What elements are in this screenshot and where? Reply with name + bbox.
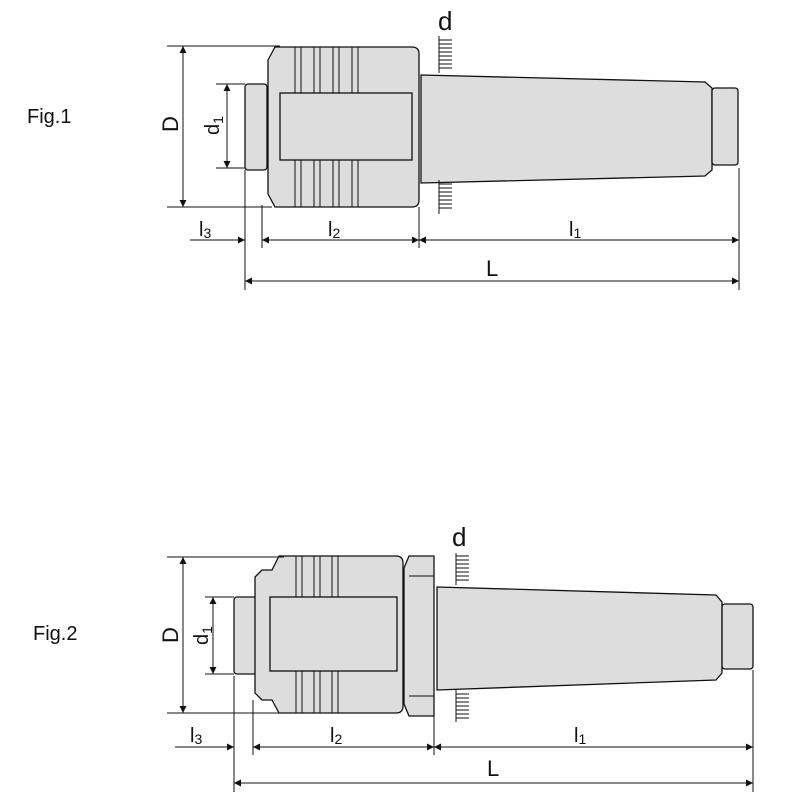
fig1-label-d1-sub: 1 bbox=[210, 116, 226, 124]
fig2-label-d1-main: d bbox=[191, 634, 213, 645]
fig1-label-l1: l1 bbox=[569, 219, 581, 241]
fig1-label-l3-main: l bbox=[199, 219, 203, 241]
fig2-label-d: d bbox=[452, 522, 466, 552]
fig2-label: Fig.2 bbox=[33, 623, 78, 645]
fig2-drawing bbox=[167, 553, 754, 792]
fig1-label-l2-sub: 2 bbox=[332, 225, 340, 241]
fig1-pilot bbox=[244, 83, 268, 171]
fig2-label-l2-sub: 2 bbox=[334, 731, 342, 747]
fig1-drawing bbox=[167, 36, 740, 290]
fig1-label-l1-main: l bbox=[569, 219, 573, 241]
fig1-tang bbox=[711, 87, 739, 166]
fig2-label-l1-main: l bbox=[574, 725, 578, 747]
fig2-label-l2-main: l bbox=[330, 725, 334, 747]
fig1-d-hatch bbox=[438, 36, 452, 214]
fig1-label-D: D bbox=[158, 116, 183, 132]
fig1-taper bbox=[420, 74, 713, 184]
fig2-label-l1: l1 bbox=[574, 725, 586, 747]
fig2-label-l3-main: l bbox=[190, 725, 194, 747]
fig2-label-D: D bbox=[158, 627, 183, 643]
fig2-grooves bbox=[295, 556, 339, 713]
fig2-taper bbox=[436, 586, 723, 691]
fig2-label-d1: d1 bbox=[191, 626, 215, 645]
fig2-d-hatch bbox=[455, 553, 469, 722]
fig1-bore bbox=[279, 92, 413, 161]
fig1-grooves bbox=[294, 47, 359, 207]
fig1-label-d1: d1 bbox=[202, 116, 226, 135]
fig1-label-l2-main: l bbox=[328, 219, 332, 241]
fig2-dim-lines bbox=[175, 557, 753, 787]
fig2-label-l3-sub: 3 bbox=[194, 731, 202, 747]
fig2-tang bbox=[721, 603, 754, 670]
fig2-label-L: L bbox=[487, 756, 499, 781]
fig1-dim-lines bbox=[179, 46, 739, 285]
fig2-bore bbox=[269, 596, 398, 672]
fig2-label-l3: l3 bbox=[190, 725, 202, 747]
fig2-label-l1-sub: 1 bbox=[578, 731, 586, 747]
fig1-label-d1-main: d bbox=[202, 124, 224, 135]
fig1-label-l3: l3 bbox=[199, 219, 211, 241]
fig1-label-d: d bbox=[438, 6, 452, 36]
fig2-flange bbox=[403, 555, 435, 717]
fig2-label-l2: l2 bbox=[330, 725, 342, 747]
fig1-label-l2: l2 bbox=[328, 219, 340, 241]
fig1-label: Fig.1 bbox=[27, 106, 72, 128]
fig2-label-d1-sub: 1 bbox=[199, 626, 215, 634]
fig1-label-L: L bbox=[486, 256, 498, 281]
fig1-label-l3-sub: 3 bbox=[203, 225, 211, 241]
fig1-label-l1-sub: 1 bbox=[573, 225, 581, 241]
